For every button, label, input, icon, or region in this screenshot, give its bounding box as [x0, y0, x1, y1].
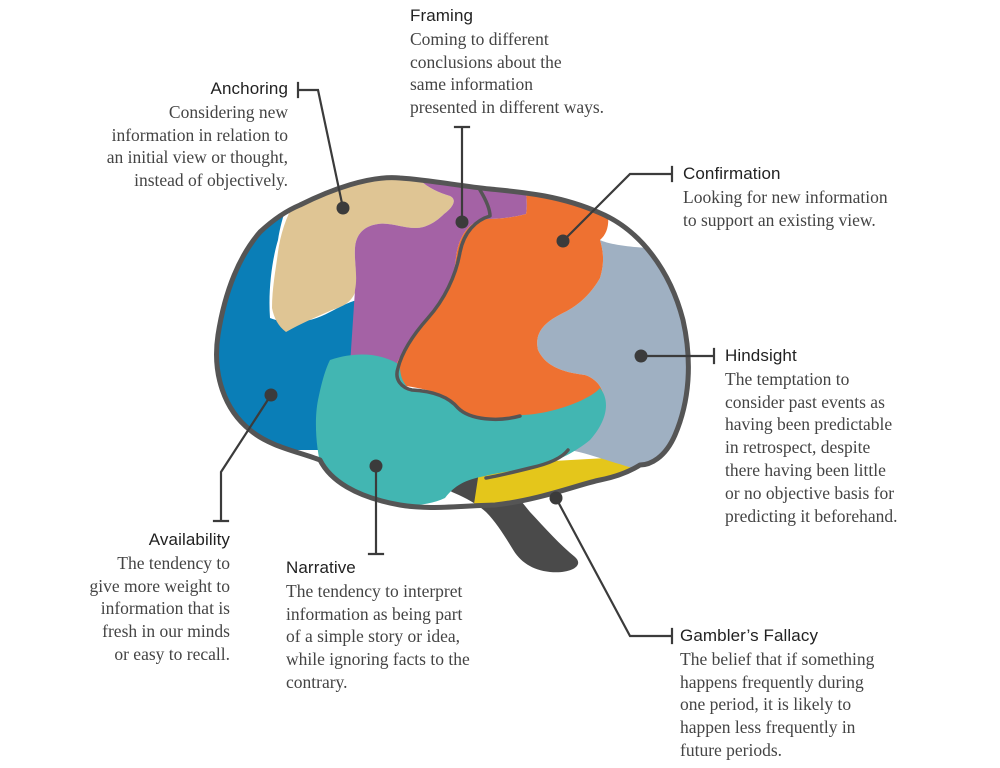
- region-narrative: [315, 354, 606, 506]
- label-desc-framing-4: presented in different ways.: [410, 97, 605, 118]
- label-desc-hindsight-7: predicting it beforehand.: [725, 505, 898, 526]
- dot-confirmation: [556, 234, 570, 248]
- label-anchoring: Anchoring Considering new information in…: [40, 78, 288, 192]
- label-desc-anchoring-4: instead of objectively.: [134, 170, 288, 191]
- fissure-top: [395, 188, 522, 422]
- label-desc-narrative-2: information as being part: [286, 603, 463, 624]
- label-title-availability: Availability: [148, 530, 230, 549]
- dot-framing: [455, 215, 469, 229]
- label-desc-confirmation-2: to support an existing view.: [683, 209, 876, 230]
- dot-narrative: [369, 459, 383, 473]
- label-availability: Availability The tendency to give more w…: [30, 529, 230, 666]
- label-desc-narrative-5: contrary.: [286, 671, 348, 692]
- brain-outline: [214, 175, 691, 510]
- label-confirmation: Confirmation Looking for new information…: [683, 163, 943, 231]
- label-desc-gamblers-fallacy-2: happens frequently during: [680, 671, 864, 692]
- label-desc-framing-2: conclusions about the: [410, 51, 562, 72]
- label-title-hindsight: Hindsight: [725, 346, 797, 365]
- label-desc-availability-3: information that is: [100, 598, 230, 619]
- leader-confirmation: [561, 165, 674, 243]
- label-desc-hindsight-1: The temptation to: [725, 368, 850, 389]
- region-confirmation: [395, 180, 609, 450]
- fissure-side: [484, 448, 570, 480]
- label-desc-gamblers-fallacy-3: one period, it is likely to: [680, 694, 852, 715]
- label-desc-gamblers-fallacy-1: The belief that if something: [680, 648, 875, 669]
- leader-hindsight: [639, 347, 716, 365]
- label-desc-gamblers-fallacy-4: happen less frequently in: [680, 717, 856, 738]
- leader-narrative: [367, 464, 385, 556]
- label-desc-availability-4: fresh in our minds: [102, 621, 230, 642]
- label-desc-narrative-3: of a simple story or idea,: [286, 626, 460, 647]
- leader-gamblers-fallacy: [554, 496, 674, 645]
- label-title-gamblers-fallacy: Gambler’s Fallacy: [680, 626, 819, 645]
- label-desc-gamblers-fallacy-5: future periods.: [680, 739, 783, 760]
- region-anchoring: [272, 180, 454, 332]
- dot-availability: [264, 388, 278, 402]
- label-title-anchoring: Anchoring: [210, 79, 288, 98]
- label-title-framing: Framing: [410, 6, 474, 25]
- region-framing: [350, 180, 527, 365]
- leader-anchoring: [296, 81, 345, 210]
- label-title-confirmation: Confirmation: [683, 164, 781, 183]
- dot-gamblers-fallacy: [549, 491, 563, 505]
- label-desc-availability-2: give more weight to: [89, 575, 230, 596]
- label-hindsight: Hindsight The temptation to consider pas…: [725, 345, 965, 527]
- label-desc-narrative-1: The tendency to interpret: [286, 580, 463, 601]
- label-desc-narrative-4: while ignoring facts to the: [286, 649, 470, 670]
- label-desc-hindsight-6: or no objective basis for: [725, 482, 895, 503]
- label-desc-availability-1: The tendency to: [117, 552, 230, 573]
- label-desc-anchoring-1: Considering new: [168, 101, 288, 122]
- label-desc-framing-3: same information: [410, 74, 533, 95]
- label-framing: Framing Coming to different conclusions …: [410, 5, 670, 119]
- label-narrative: Narrative The tendency to interpret info…: [286, 557, 526, 694]
- leader-availability: [212, 393, 273, 523]
- label-desc-hindsight-3: having been predictable: [725, 414, 893, 435]
- dot-hindsight: [634, 349, 648, 363]
- leader-framing: [453, 125, 471, 224]
- label-desc-anchoring-2: information in relation to: [111, 124, 288, 145]
- label-desc-confirmation-1: Looking for new information: [683, 186, 888, 207]
- region-hindsight: [537, 240, 689, 470]
- label-gamblers-fallacy: Gambler’s Fallacy The belief that if som…: [680, 625, 940, 762]
- label-desc-hindsight-5: there having been little: [725, 459, 886, 480]
- label-desc-hindsight-2: consider past events as: [725, 391, 885, 412]
- dot-anchoring: [336, 201, 350, 215]
- label-desc-availability-5: or easy to recall.: [114, 643, 230, 664]
- label-desc-anchoring-3: an initial view or thought,: [106, 147, 288, 168]
- label-title-narrative: Narrative: [286, 558, 356, 577]
- label-desc-hindsight-4: in retrospect, despite: [725, 437, 871, 458]
- label-desc-framing-1: Coming to different: [410, 28, 549, 49]
